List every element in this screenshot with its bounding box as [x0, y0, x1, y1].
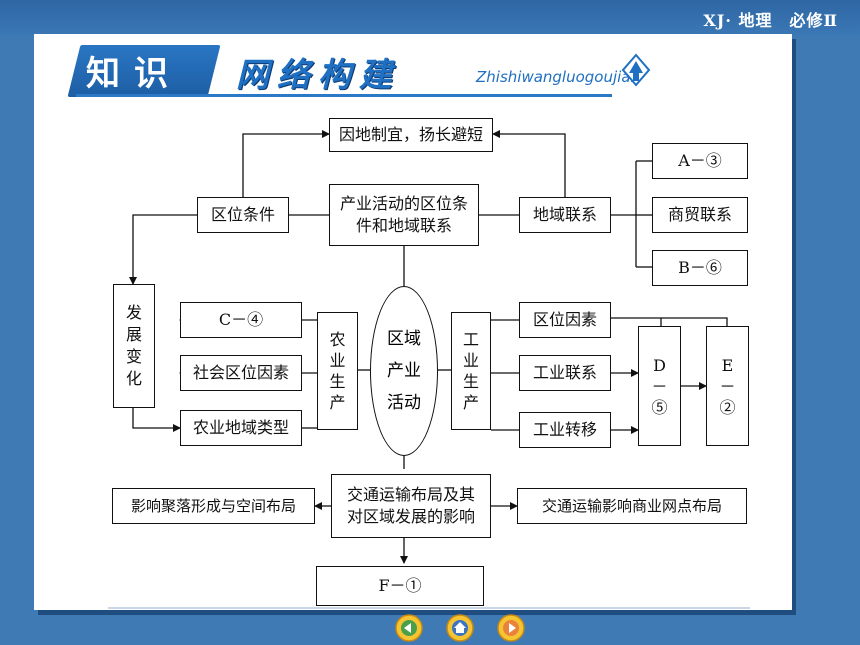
- box-agri-c: C－④: [180, 302, 302, 338]
- box-center-topic: 产业活动的区位条件和地域联系: [329, 184, 479, 246]
- box-ind-transfer: 工业转移: [519, 412, 611, 448]
- box-location-conditions: 区位条件: [197, 197, 289, 233]
- header-underline: [76, 94, 612, 97]
- box-industry: 工业生产: [451, 312, 491, 430]
- slide-divider: [108, 607, 750, 609]
- box-regional-links: 地域联系: [519, 197, 611, 233]
- box-top-principle: 因地制宜，扬长避短: [329, 118, 493, 152]
- box-ind-location-factors: 区位因素: [519, 302, 611, 338]
- box-link-a: A－③: [652, 143, 748, 179]
- box-settlement-influence: 影响聚落形成与空间布局: [112, 488, 315, 524]
- box-agriculture: 农业生产: [317, 312, 358, 430]
- box-commerce-influence: 交通运输影响商业网点布局: [517, 488, 747, 524]
- top-bar: [0, 0, 860, 36]
- box-development-change: 发展变化: [113, 284, 155, 408]
- section-pinyin: Zhishiwangluogoujian: [476, 68, 641, 86]
- oval-regional-industry: 区域产业活动: [370, 286, 438, 456]
- forward-icon[interactable]: [497, 614, 525, 642]
- box-f: F－①: [316, 566, 484, 606]
- section-banner-label: 知识: [86, 54, 182, 94]
- box-d: D－⑤: [638, 326, 681, 446]
- box-trade-links: 商贸联系: [652, 197, 748, 233]
- box-ind-links: 工业联系: [519, 355, 611, 391]
- diamond-arrow-icon: [621, 53, 651, 87]
- back-icon[interactable]: [395, 614, 423, 642]
- box-social-factors: 社会区位因素: [180, 355, 302, 391]
- home-icon[interactable]: [446, 614, 474, 642]
- course-label: XJ· 地理 必修Ⅱ: [703, 11, 838, 30]
- box-link-b: B－⑥: [652, 250, 748, 286]
- section-title: 网络构建: [236, 55, 400, 94]
- box-agri-region-types: 农业地域类型: [180, 410, 302, 446]
- box-transport-layout: 交通运输布局及其对区域发展的影响: [331, 474, 491, 538]
- box-e: E－②: [706, 326, 749, 446]
